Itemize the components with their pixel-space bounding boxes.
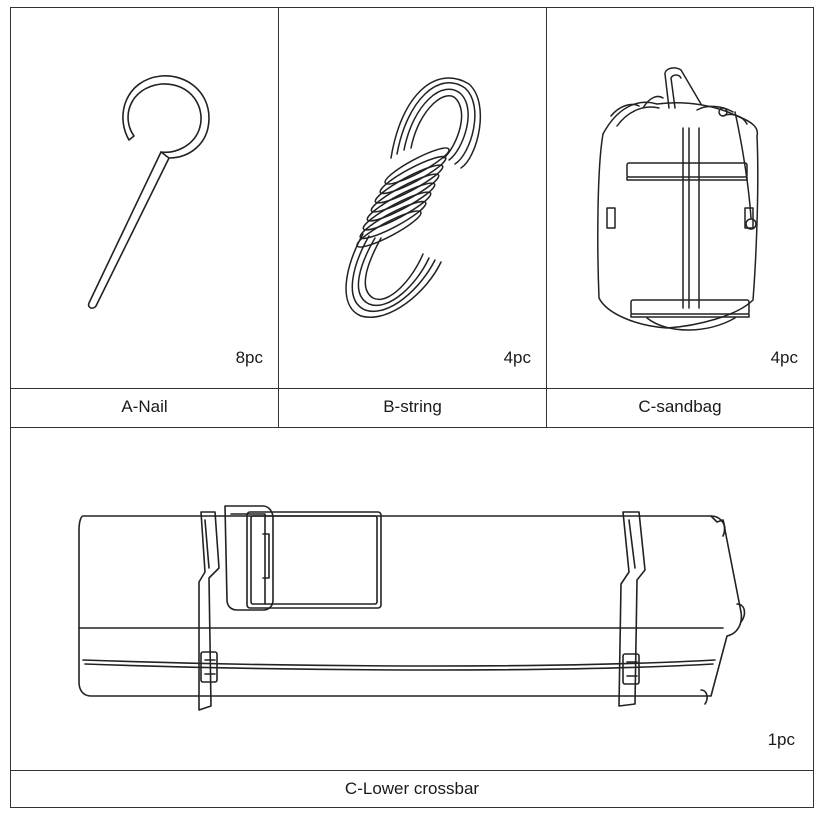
column-divider [546,8,547,427]
quantity-label: 8pc [235,348,263,367]
row-divider [11,770,813,771]
quantity-label: 4pc [503,348,531,367]
sandbag-icon [547,8,813,388]
row-divider [11,427,813,428]
quantity-label: 4pc [770,348,798,367]
carry-bag-icon [11,428,813,770]
row-divider [11,388,813,389]
item-label-sandbag: C-sandbag [638,397,722,416]
item-cell-crossbar: 1pc [11,428,813,770]
item-label-string: B-string [383,397,442,416]
coiled-rope-icon [279,8,546,388]
item-cell-string: 4pc [279,8,546,388]
item-cell-sandbag: 4pc [547,8,813,388]
item-label-nail: A-Nail [121,397,168,416]
parts-list-table: 8pc [10,7,814,808]
quantity-label: 1pc [767,730,795,749]
item-cell-nail: 8pc [11,8,278,388]
nail-icon [11,8,278,388]
item-label-crossbar: C-Lower crossbar [344,779,480,798]
column-divider [278,8,279,427]
